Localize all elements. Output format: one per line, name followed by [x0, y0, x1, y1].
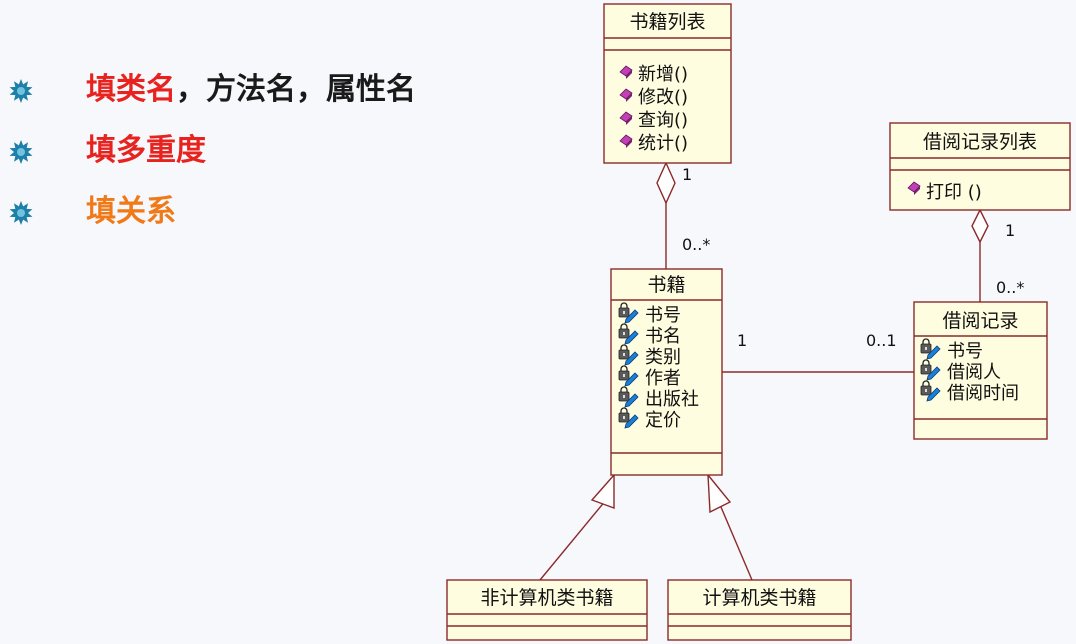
class-name: 借阅记录 [942, 310, 1018, 332]
method-label: 统计() [638, 133, 688, 154]
class-name: 计算机类书籍 [702, 587, 816, 609]
attribute-label: 借阅时间 [947, 383, 1019, 404]
attribute-label: 书号 [947, 341, 983, 362]
method-label: 新增() [638, 64, 688, 85]
generalization-line-computer [717, 499, 753, 581]
starburst-center [17, 148, 25, 156]
class-name: 借阅记录列表 [923, 131, 1037, 153]
multiplicity-label: 0..* [682, 235, 710, 254]
starburst-bullet-icon [9, 79, 33, 103]
starburst-center [17, 87, 25, 95]
generalization-line-noncomputer [539, 499, 607, 581]
bullet-text-2: 填多重度 [86, 131, 206, 171]
class-name: 书籍列表 [629, 11, 705, 33]
multiplicity-label: 1 [1005, 221, 1015, 240]
multiplicity-label: 1 [682, 165, 692, 184]
starburst-bullet-icon [9, 140, 33, 164]
generalization-triangle-icon [590, 473, 615, 509]
bullet-text-part: 填多重度 [86, 133, 206, 168]
attribute-label: 出版社 [645, 389, 699, 410]
attribute-label: 定价 [645, 410, 681, 431]
bullet-text-part: 填关系 [86, 194, 176, 229]
aggregation-diamond-icon [656, 161, 676, 205]
bullet-item-3: 填关系 [8, 192, 528, 232]
class-computer-book: 计算机类书籍 [667, 579, 852, 641]
aggregation-diamond-icon [971, 208, 989, 244]
class-non-computer-book: 非计算机类书籍 [446, 579, 648, 641]
multiplicity-label: 0..* [996, 278, 1024, 297]
multiplicity-label: 0..1 [866, 331, 897, 350]
class-book-list: 书籍列表 新增() 修改() 查询() 统计() [603, 3, 732, 164]
attribute-label: 书号 [645, 305, 681, 326]
class-name: 非计算机类书籍 [480, 587, 613, 609]
method-label: 查询() [638, 110, 688, 131]
bullet-item-2: 填多重度 [8, 131, 528, 171]
class-borrow-record-list: 借阅记录列表 打印 () [889, 122, 1071, 211]
method-label: 打印 () [926, 182, 982, 203]
bullet-text-part: 填类名 [86, 72, 176, 107]
connectors [539, 203, 981, 581]
bullet-text-3: 填关系 [86, 192, 176, 232]
method-label: 修改() [638, 87, 688, 108]
attribute-label: 书名 [645, 326, 681, 347]
class-book: 书籍 书号 书名 类别 作者 出版社 定价 [610, 268, 723, 476]
bullet-text-part: ，方法名，属性名 [176, 72, 416, 107]
class-borrow-record: 借阅记录 书号 借阅人 借阅时间 [913, 301, 1048, 440]
class-name: 书籍 [647, 274, 685, 296]
bullet-text-1: 填类名，方法名，属性名 [86, 70, 416, 110]
attribute-label: 类别 [645, 347, 681, 368]
bullet-item-1: 填类名，方法名，属性名 [8, 70, 528, 110]
starburst-bullet-icon [9, 201, 33, 225]
starburst-center [17, 209, 25, 217]
generalization-triangle-icon [707, 472, 732, 514]
multiplicity-label: 1 [737, 331, 747, 350]
attribute-label: 作者 [645, 368, 681, 389]
attribute-label: 借阅人 [947, 362, 1001, 383]
